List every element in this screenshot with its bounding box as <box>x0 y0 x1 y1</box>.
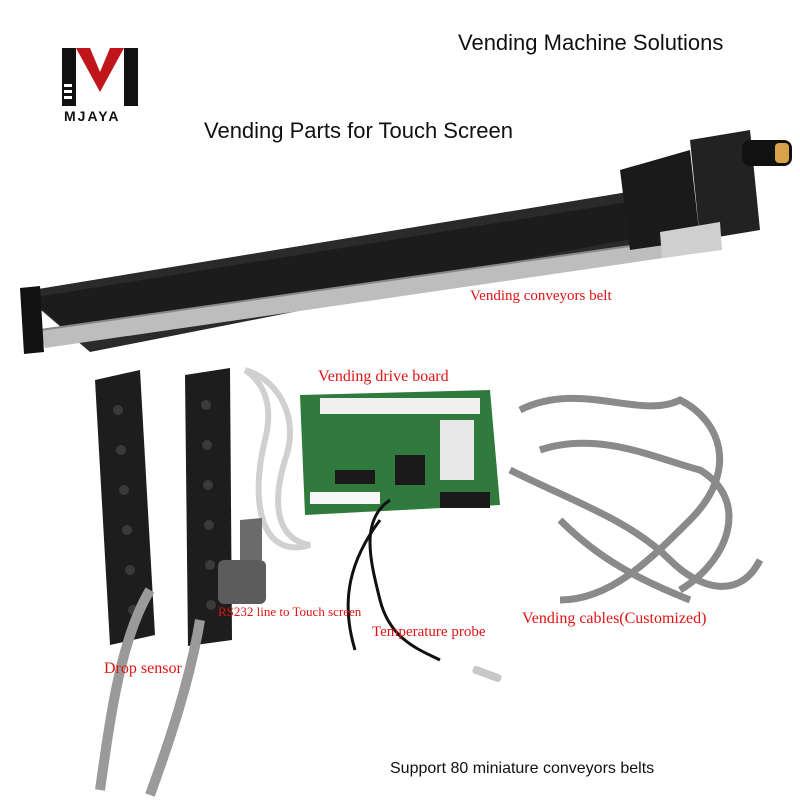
rs232-cable <box>218 367 311 604</box>
temperature-probe <box>346 498 502 683</box>
mjaya-logo <box>62 48 138 106</box>
drop-sensor-bars <box>95 368 232 797</box>
label-vending-cables: Vending cables(Customized) <box>522 610 707 627</box>
page-headline: Vending Machine Solutions <box>458 30 724 55</box>
drive-board <box>300 390 500 515</box>
label-conveyor-belt: Vending conveyors belt <box>470 288 612 304</box>
vending-cables <box>508 394 764 604</box>
brand-logo-text: MJAYA <box>64 108 121 124</box>
label-rs232: RS232 line to Touch screen <box>218 604 362 619</box>
conveyor-belt <box>20 130 792 354</box>
footer-note: Support 80 miniature conveyors belts <box>390 760 655 777</box>
label-temperature-probe: Temperature probe <box>372 624 486 640</box>
label-drive-board: Vending drive board <box>318 368 449 385</box>
page-subheadline: Vending Parts for Touch Screen <box>204 118 514 143</box>
label-drop-sensor: Drop sensor <box>104 660 182 677</box>
